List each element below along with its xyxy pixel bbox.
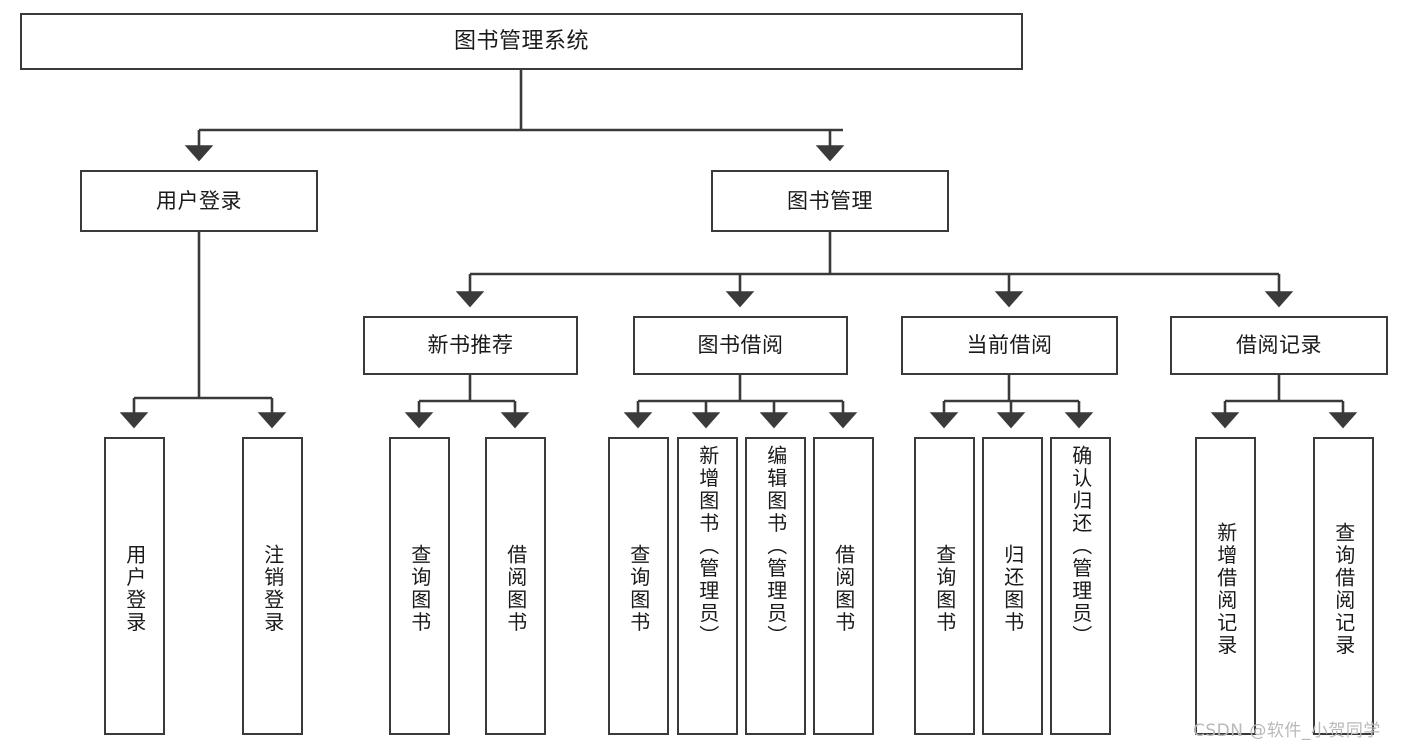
leaf-edit-book-label: 编辑图书（管理员） (763, 445, 788, 648)
leaf-query-borrow-record-label: 查询借阅记录 (1331, 521, 1356, 657)
node-user-login[interactable]: 用户登录 (80, 170, 318, 232)
node-book-borrow-label: 图书借阅 (697, 333, 784, 357)
node-borrow-record[interactable]: 借阅记录 (1170, 316, 1388, 375)
leaf-query-book-1[interactable]: 查询图书 (389, 437, 450, 735)
node-book-borrow[interactable]: 图书借阅 (633, 316, 848, 375)
leaf-borrow-book-1-label: 借阅图书 (503, 544, 528, 634)
leaf-confirm-return-label: 确认归还（管理员） (1068, 445, 1093, 648)
csdn-watermark: CSDN @软件_小贺同学 (1193, 721, 1381, 741)
node-book-manage-label: 图书管理 (787, 188, 873, 213)
node-book-manage[interactable]: 图书管理 (711, 170, 949, 232)
node-new-book-recommend-label: 新书推荐 (427, 333, 514, 357)
leaf-add-borrow-record-label: 新增借阅记录 (1213, 521, 1238, 657)
leaf-borrow-book-2-label: 借阅图书 (831, 544, 856, 634)
node-root-system[interactable]: 图书管理系统 (20, 13, 1023, 70)
node-current-borrow-label: 当前借阅 (966, 333, 1053, 357)
leaf-add-book-label: 新增图书（管理员） (695, 445, 720, 648)
leaf-edit-book[interactable]: 编辑图书（管理员） (745, 437, 806, 735)
leaf-return-book[interactable]: 归还图书 (982, 437, 1043, 735)
leaf-borrow-book-2[interactable]: 借阅图书 (813, 437, 874, 735)
node-root-system-label: 图书管理系统 (453, 28, 589, 54)
node-borrow-record-label: 借阅记录 (1236, 333, 1322, 357)
leaf-query-book-1-label: 查询图书 (407, 544, 432, 634)
node-new-book-recommend[interactable]: 新书推荐 (363, 316, 578, 375)
leaf-query-book-3[interactable]: 查询图书 (914, 437, 975, 735)
leaf-query-borrow-record[interactable]: 查询借阅记录 (1313, 437, 1374, 735)
leaf-user-login[interactable]: 用户登录 (104, 437, 165, 735)
leaf-add-book[interactable]: 新增图书（管理员） (677, 437, 738, 735)
leaf-logout-label: 注销登录 (260, 544, 285, 634)
node-user-login-label: 用户登录 (156, 188, 242, 213)
leaf-add-borrow-record[interactable]: 新增借阅记录 (1195, 437, 1256, 735)
node-current-borrow[interactable]: 当前借阅 (901, 316, 1118, 375)
leaf-query-book-3-label: 查询图书 (932, 544, 957, 634)
leaf-query-book-2-label: 查询图书 (626, 544, 651, 634)
leaf-query-book-2[interactable]: 查询图书 (608, 437, 669, 735)
leaf-user-login-label: 用户登录 (122, 544, 147, 634)
leaf-logout[interactable]: 注销登录 (242, 437, 303, 735)
leaf-return-book-label: 归还图书 (1000, 544, 1025, 634)
leaf-confirm-return[interactable]: 确认归还（管理员） (1050, 437, 1111, 735)
leaf-borrow-book-1[interactable]: 借阅图书 (485, 437, 546, 735)
